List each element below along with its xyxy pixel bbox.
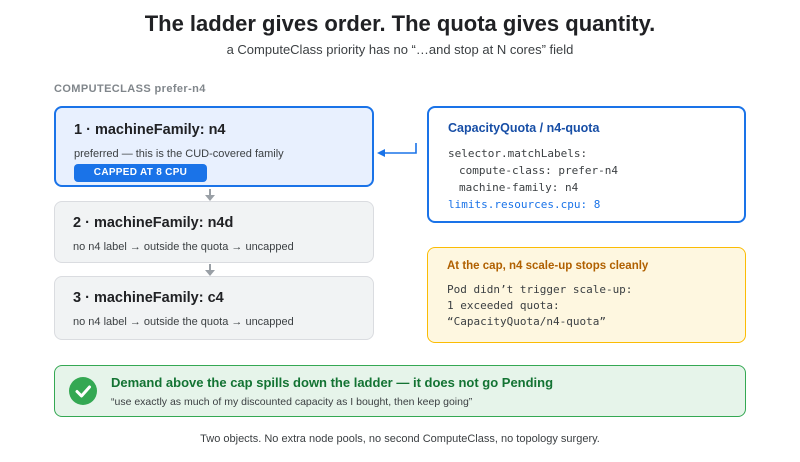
quota-title: CapacityQuota / n4-quota [448,121,600,135]
ladder-rung-n4: 1 · machineFamily: n4 preferred — this i… [54,106,374,187]
banner-title: Demand above the cap spills down the lad… [111,375,554,390]
down-arrow-icon [205,264,215,276]
note-line: 1 exceeded quota: [447,299,560,312]
computeclass-label: COMPUTECLASS prefer-n4 [54,83,206,95]
down-arrow-icon [205,189,215,201]
quota-label-line: machine-family: n4 [459,181,579,194]
rung-title: 1 · machineFamily: n4 [74,122,226,138]
ladder-rung-n4d: 2 · machineFamily: n4d no n4 label → out… [54,201,374,263]
note-message: Pod didn’t trigger scale-up: 1 exceeded … [447,282,745,330]
capped-badge: CAPPED AT 8 CPU [74,164,207,182]
quota-connector-arrow-icon [377,143,417,157]
quota-cap-note: At the cap, n4 scale-up stops cleanly Po… [427,247,746,343]
capacity-quota-card: CapacityQuota / n4-quota selector.matchL… [427,106,746,223]
quota-label-line: compute-class: prefer-n4 [459,164,618,177]
rung-title: 2 · machineFamily: n4d [73,215,234,231]
note-line: “CapacityQuota/n4-quota” [447,315,606,328]
footer-note: Two objects. No extra node pools, no sec… [200,433,600,445]
rung-description: preferred — this is the CUD-covered fami… [74,148,284,160]
ladder-rung-c4: 3 · machineFamily: c4 no n4 label → outs… [54,276,374,340]
spillover-banner: Demand above the cap spills down the lad… [54,365,746,417]
rung-description: no n4 label → outside the quota → uncapp… [73,241,294,253]
quota-spec: selector.matchLabels: compute-class: pre… [448,145,744,213]
rung-description: no n4 label → outside the quota → uncapp… [73,316,294,328]
rung-title: 3 · machineFamily: c4 [73,290,224,306]
diagram-subtitle: a ComputeClass priority has no “…and sto… [226,42,574,57]
quota-limit-line: limits.resources.cpu: 8 [448,198,601,211]
quota-selector-line: selector.matchLabels: [448,147,588,160]
check-circle-icon [69,377,97,405]
note-title: At the cap, n4 scale-up stops cleanly [447,260,649,272]
diagram-title: The ladder gives order. The quota gives … [144,11,656,36]
banner-quote: “use exactly as much of my discounted ca… [111,396,473,408]
note-line: Pod didn’t trigger scale-up: [447,283,633,296]
